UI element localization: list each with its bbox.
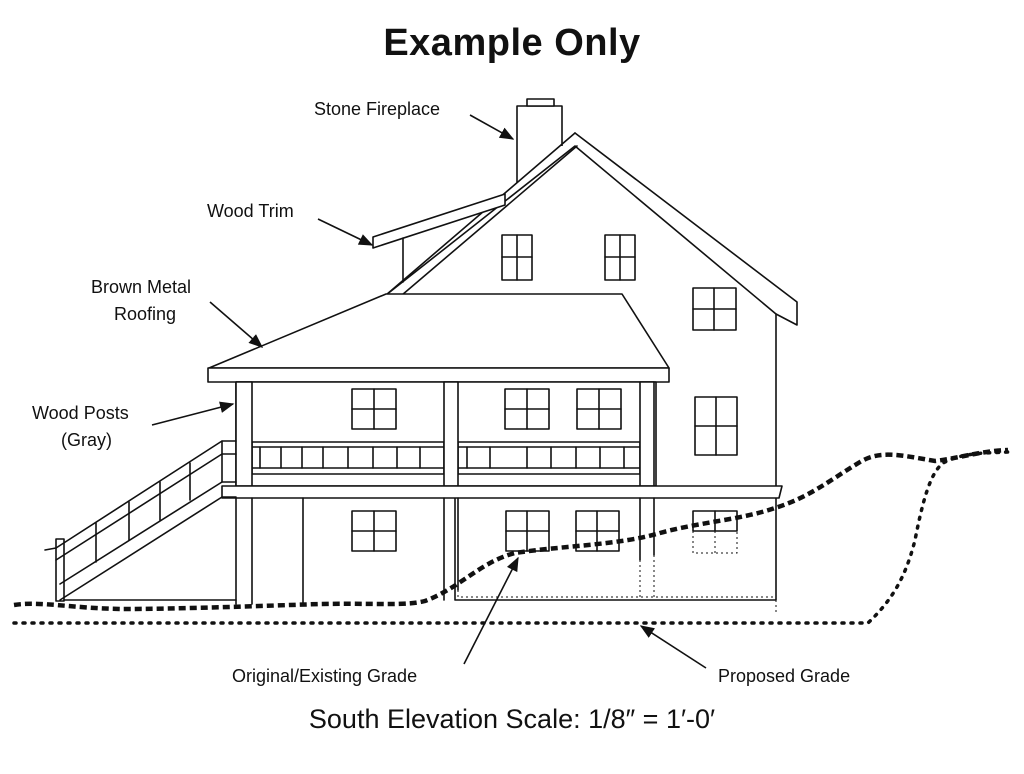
buried-foundation-lines xyxy=(457,505,777,614)
stone-fireplace-arrow xyxy=(469,114,515,140)
upper-window-right xyxy=(604,234,636,281)
proposed-grade-arrow xyxy=(639,625,707,669)
brown-metal-roofing-label-line1: Brown Metal xyxy=(91,277,192,297)
buried-window-outline xyxy=(692,530,738,554)
original-grade-line xyxy=(13,447,1009,612)
porch-window-3 xyxy=(576,388,622,430)
wood-posts-arrow xyxy=(151,401,235,426)
diagram-title: Example Only xyxy=(383,22,641,64)
original-existing-grade-label: Original/Existing Grade xyxy=(232,666,418,686)
exterior-stairs xyxy=(44,440,237,602)
porch-roof xyxy=(208,293,670,369)
wood-posts xyxy=(235,381,655,487)
porch-window-2 xyxy=(504,388,550,430)
wood-trim-label: Wood Trim xyxy=(207,201,294,221)
upper-window-left xyxy=(501,234,533,281)
roofing-arrow xyxy=(209,301,264,348)
scale-caption: South Elevation Scale: 1/8″ = 1′-0′ xyxy=(308,704,716,734)
original-grade-arrow xyxy=(463,556,519,665)
side-window-upper xyxy=(692,287,737,331)
proposed-grade-line xyxy=(12,450,1010,625)
deck-beam xyxy=(221,485,783,499)
main-roof-right-trim xyxy=(574,132,798,326)
lower-window-1 xyxy=(351,510,397,552)
lower-window-2 xyxy=(505,510,550,552)
wood-posts-label-line2: (Gray) xyxy=(61,430,112,450)
stone-fireplace-label: Stone Fireplace xyxy=(314,99,441,119)
wood-trim-arrow xyxy=(317,218,374,246)
lower-level-wall xyxy=(235,497,655,605)
wood-posts-label-line1: Wood Posts xyxy=(32,403,129,423)
proposed-grade-label: Proposed Grade xyxy=(718,666,851,686)
brown-metal-roofing-label-line2: Roofing xyxy=(114,304,177,324)
side-window-middle xyxy=(694,396,738,456)
porch-window-1 xyxy=(351,388,397,430)
porch-roof-fascia xyxy=(207,367,670,383)
chimney-cap xyxy=(526,98,555,107)
